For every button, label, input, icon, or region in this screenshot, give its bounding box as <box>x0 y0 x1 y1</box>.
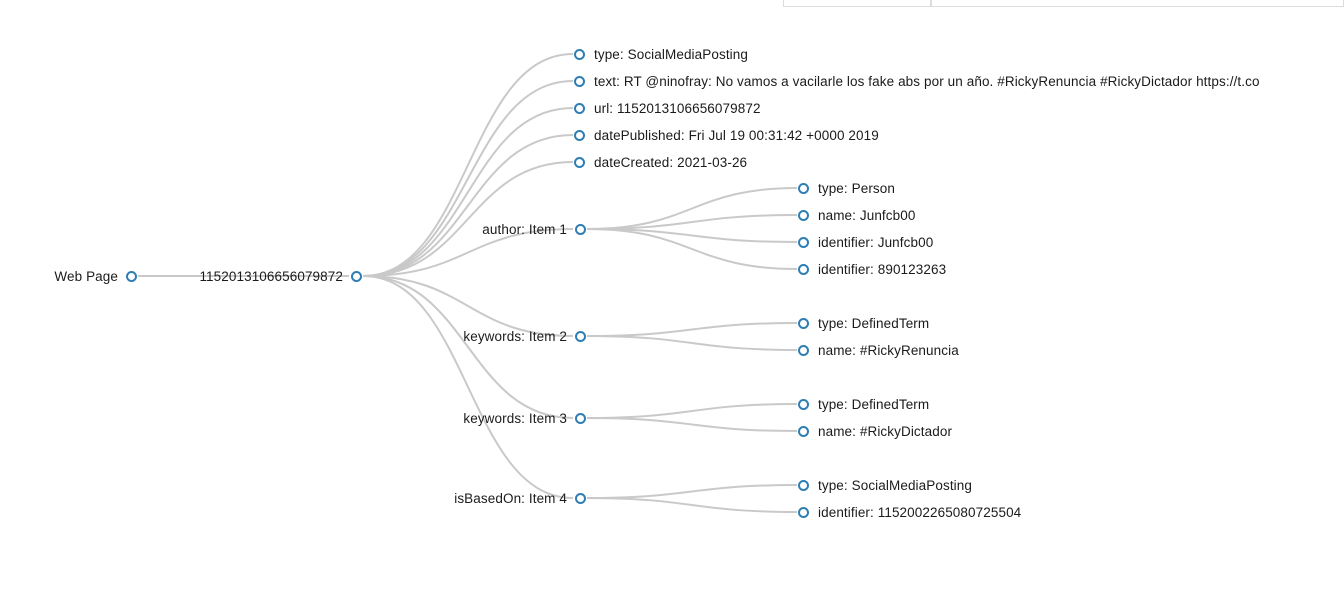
edge-branch-0-child-0 <box>586 187 798 230</box>
node-ring-date-created[interactable] <box>574 157 585 169</box>
node-ring-date-published[interactable] <box>574 130 585 142</box>
node-label-author-identifier-handle: identifier: Junfcb00 <box>818 235 934 250</box>
node-author-type[interactable]: type: Person <box>798 182 895 196</box>
edge-document-to-branch-1 <box>362 275 574 337</box>
edge-document-to-branch-2 <box>362 275 574 419</box>
node-text[interactable]: text: RT @ninofray: No vamos a vacilarle… <box>574 75 1260 89</box>
node-ring-author-type[interactable] <box>798 183 809 195</box>
node-ring-author-item-1[interactable] <box>575 224 586 236</box>
edge-document-to-leaf-3 <box>362 134 574 277</box>
node-label-author-name: name: Junfcb00 <box>818 208 916 223</box>
node-label-text: text: RT @ninofray: No vamos a vacilarle… <box>594 74 1260 89</box>
node-keyword3-type[interactable]: type: DefinedTerm <box>798 398 929 412</box>
node-web-page[interactable]: Web Page <box>0 270 137 284</box>
panel-strip-left <box>783 0 931 7</box>
node-ring-keywords-item-2[interactable] <box>575 331 586 343</box>
node-isbasedon-identifier[interactable]: identifier: 1152002265080725504 <box>798 506 1021 520</box>
node-label-keyword3-type: type: DefinedTerm <box>818 397 930 412</box>
node-ring-author-identifier-id[interactable] <box>798 264 809 276</box>
node-label-date-published: datePublished: Fri Jul 19 00:31:42 +0000… <box>594 128 879 143</box>
node-document[interactable]: 1152013106656079872 <box>150 270 362 284</box>
node-ring-url[interactable] <box>574 103 585 115</box>
node-date-created[interactable]: dateCreated: 2021-03-26 <box>574 156 747 170</box>
node-type[interactable]: type: SocialMediaPosting <box>574 48 748 62</box>
node-ring-isbasedon-identifier[interactable] <box>798 507 809 519</box>
node-ring-type[interactable] <box>574 49 585 61</box>
node-ring-keyword3-type[interactable] <box>798 399 809 411</box>
node-author-identifier-id[interactable]: identifier: 890123263 <box>798 263 946 277</box>
node-keyword2-name[interactable]: name: #RickyRenuncia <box>798 344 959 358</box>
node-label-author-type: type: Person <box>818 181 895 196</box>
node-ring-keyword3-name[interactable] <box>798 426 809 438</box>
node-ring-author-identifier-handle[interactable] <box>798 237 809 249</box>
edge-document-to-leaf-2 <box>362 107 574 277</box>
edge-branch-0-child-3 <box>586 228 798 270</box>
node-keyword2-type[interactable]: type: DefinedTerm <box>798 317 929 331</box>
edge-document-to-leaf-1 <box>362 80 574 277</box>
node-label-is-based-on-item-4: isBasedOn: Item 4 <box>454 491 567 506</box>
node-url[interactable]: url: 1152013106656079872 <box>574 102 761 116</box>
node-ring-keyword2-name[interactable] <box>798 345 809 357</box>
node-label-web-page: Web Page <box>54 269 118 284</box>
node-ring-is-based-on-item-4[interactable] <box>575 493 586 505</box>
edge-document-to-leaf-4 <box>362 161 574 277</box>
edge-branch-0-child-2 <box>586 228 798 243</box>
edge-branch-1-child-0 <box>586 322 798 337</box>
edge-branch-2-child-1 <box>586 417 798 432</box>
node-ring-document[interactable] <box>351 271 362 283</box>
edge-document-to-leaf-0 <box>362 53 574 277</box>
node-isbasedon-type[interactable]: type: SocialMediaPosting <box>798 479 972 493</box>
node-label-keyword2-type: type: DefinedTerm <box>818 316 930 331</box>
node-keywords-item-2[interactable]: keywords: Item 2 <box>390 330 586 344</box>
node-ring-keywords-item-3[interactable] <box>575 413 586 425</box>
node-ring-keyword2-type[interactable] <box>798 318 809 330</box>
node-label-date-created: dateCreated: 2021-03-26 <box>594 155 748 170</box>
node-label-author-identifier-id: identifier: 890123263 <box>818 262 947 277</box>
edge-document-to-branch-3 <box>362 275 574 499</box>
node-label-url: url: 1152013106656079872 <box>594 101 761 116</box>
node-label-keyword3-name: name: #RickyDictador <box>818 424 953 439</box>
node-label-isbasedon-type: type: SocialMediaPosting <box>818 478 972 493</box>
node-ring-text[interactable] <box>574 76 585 88</box>
node-label-isbasedon-identifier: identifier: 1152002265080725504 <box>818 505 1022 520</box>
node-label-keywords-item-2: keywords: Item 2 <box>463 329 567 344</box>
edge-branch-3-child-0 <box>586 484 798 499</box>
node-author-name[interactable]: name: Junfcb00 <box>798 209 915 223</box>
node-label-keyword2-name: name: #RickyRenuncia <box>818 343 959 358</box>
node-label-author-item-1: author: Item 1 <box>482 222 567 237</box>
edge-branch-2-child-0 <box>586 403 798 419</box>
node-ring-author-name[interactable] <box>798 210 809 222</box>
node-ring-isbasedon-type[interactable] <box>798 480 809 492</box>
edge-branch-3-child-1 <box>586 497 798 513</box>
node-label-keywords-item-3: keywords: Item 3 <box>463 411 567 426</box>
edge-branch-0-child-1 <box>586 214 798 230</box>
node-label-document: 1152013106656079872 <box>199 269 343 284</box>
node-date-published[interactable]: datePublished: Fri Jul 19 00:31:42 +0000… <box>574 129 879 143</box>
node-author-item-1[interactable]: author: Item 1 <box>390 223 586 237</box>
node-keyword3-name[interactable]: name: #RickyDictador <box>798 425 952 439</box>
edge-branch-1-child-1 <box>586 335 798 351</box>
panel-strip-right <box>931 0 1344 7</box>
node-author-identifier-handle[interactable]: identifier: Junfcb00 <box>798 236 933 250</box>
node-label-type: type: SocialMediaPosting <box>594 47 748 62</box>
node-is-based-on-item-4[interactable]: isBasedOn: Item 4 <box>390 492 586 506</box>
node-keywords-item-3[interactable]: keywords: Item 3 <box>390 412 586 426</box>
node-ring-web-page[interactable] <box>126 271 137 283</box>
